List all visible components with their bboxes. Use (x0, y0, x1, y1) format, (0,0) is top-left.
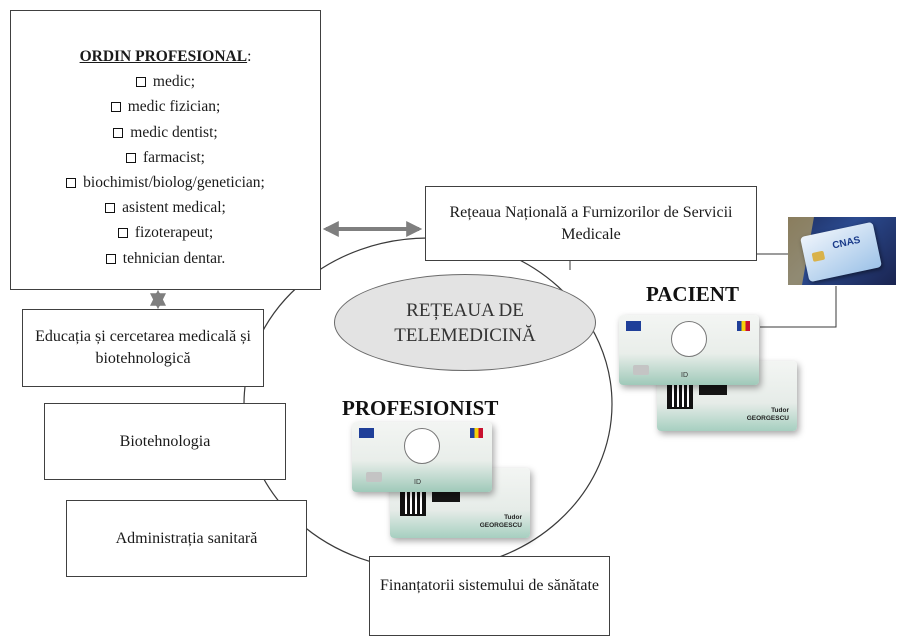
ordin-item: medic dentist; (11, 120, 320, 145)
telemedicina-line1: REȚEAUA DE (406, 299, 524, 321)
telemedicina-line2: TELEMEDICINĂ (394, 324, 536, 346)
connector-cnas-pacient (760, 286, 837, 328)
checkbox-icon (66, 178, 77, 189)
photo-placeholder (404, 428, 440, 464)
chip-icon (811, 250, 826, 262)
finantatori-box: Finanțatorii sistemului de sănătate (369, 556, 610, 636)
checkbox-icon (105, 203, 116, 214)
telemedicina-ellipse: REȚEAUA DE TELEMEDICINĂ (334, 274, 596, 371)
chip-icon (633, 365, 649, 375)
ordin-item: tehnician dentar. (11, 246, 320, 271)
checkbox-icon (135, 77, 146, 88)
cnas-logo: CNAS (831, 234, 862, 252)
checkbox-icon (117, 228, 128, 239)
checkbox-icon (105, 253, 116, 264)
card-id-text: ID (414, 479, 421, 486)
pacient-id-card-front: ID (619, 315, 759, 385)
ordin-item: fizoterapeut; (11, 220, 320, 245)
ordin-profesional-box: ORDIN PROFESIONAL: medic; medic fizician… (10, 10, 321, 290)
pacient-label: PACIENT (646, 282, 739, 306)
educatia-box: Educația și cercetarea medicală și biote… (22, 309, 264, 387)
qr-code-icon (400, 490, 426, 516)
administratia-box: Administrația sanitară (66, 500, 307, 577)
ordin-item: medic; (11, 69, 320, 94)
checkbox-icon (113, 127, 124, 138)
romania-flag-icon (470, 428, 483, 438)
ordin-item: medic fizician; (11, 94, 320, 119)
checkbox-icon (126, 152, 136, 163)
profesionist-label: PROFESIONIST (342, 396, 499, 420)
ordin-item: asistent medical; (11, 195, 320, 220)
ordin-title: ORDIN PROFESIONAL: (79, 48, 252, 65)
romania-flag-icon (737, 321, 750, 331)
cnas-card-image: CNAS (788, 217, 896, 285)
profesionist-id-card-front: ID (352, 422, 492, 492)
checkbox-icon (110, 102, 121, 113)
cnas-card: CNAS (800, 221, 882, 283)
ordin-item: farmacist; (11, 145, 320, 170)
biotehnologia-box: Biotehnologia (44, 403, 286, 480)
retea-furnizori-box: Rețeaua Națională a Furnizorilor de Serv… (425, 186, 757, 261)
ordin-item: biochimist/biolog/genetician; (11, 170, 320, 195)
eu-flag-icon (626, 321, 641, 331)
eu-flag-icon (359, 428, 374, 438)
card-id-text: ID (681, 372, 688, 379)
chip-icon (366, 472, 382, 482)
photo-placeholder (671, 321, 707, 357)
qr-code-icon (667, 383, 693, 409)
